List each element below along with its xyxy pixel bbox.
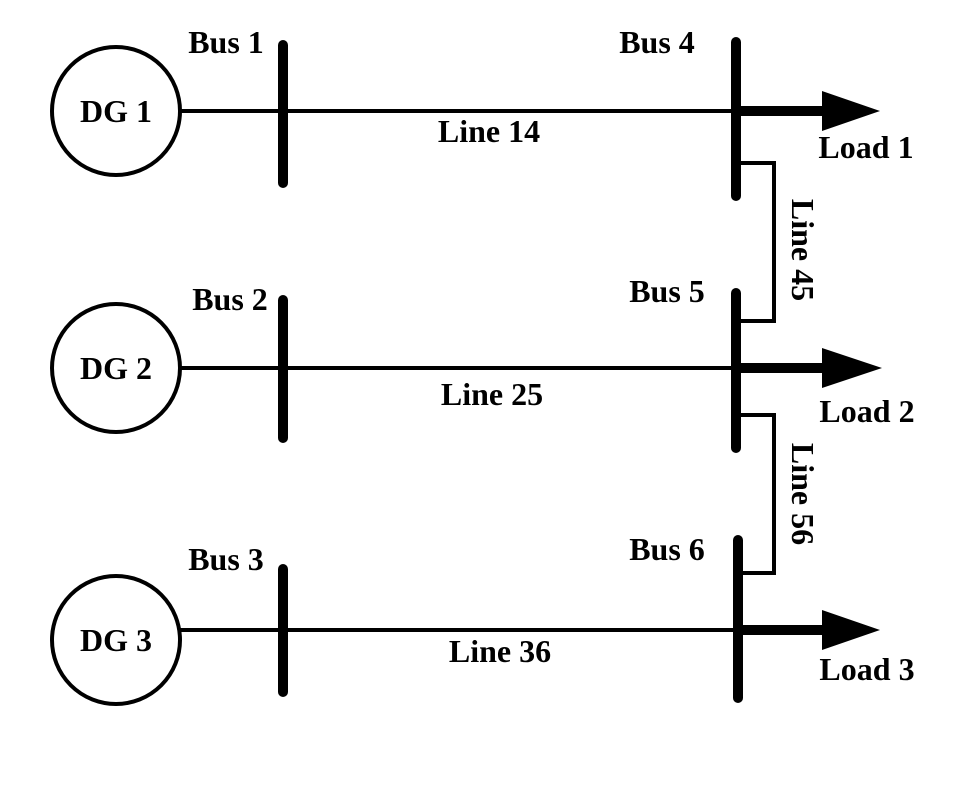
- line-label-36: Line 36: [449, 633, 551, 669]
- line-label-25: Line 25: [441, 376, 543, 412]
- generator-label: DG 3: [80, 622, 152, 658]
- load-label-1: Load 1: [818, 129, 913, 165]
- generator-dg3: DG 3: [50, 574, 182, 706]
- generator-dg2: DG 2: [50, 302, 182, 434]
- load-arrow-3: [738, 610, 880, 650]
- load-label-2: Load 2: [819, 393, 914, 429]
- line-label-45: Line 45: [785, 199, 821, 301]
- generator-label: DG 2: [80, 350, 152, 386]
- line-56: [738, 413, 776, 575]
- generator-label: DG 1: [80, 93, 152, 129]
- generator-circle: [50, 574, 182, 706]
- load-label-3: Load 3: [819, 651, 914, 687]
- load-arrow-1: [738, 91, 880, 131]
- bus-label-5: Bus 5: [629, 273, 705, 309]
- bus-label-2: Bus 2: [192, 281, 268, 317]
- bus-label-3: Bus 3: [188, 541, 264, 577]
- arrowhead-icon: [822, 91, 880, 131]
- bus-label-4: Bus 4: [619, 24, 695, 60]
- arrowhead-icon: [822, 348, 882, 388]
- line-45: [738, 161, 776, 323]
- line-label-56: Line 56: [785, 443, 821, 545]
- bus-label-6: Bus 6: [629, 531, 705, 567]
- arrowhead-icon: [822, 610, 880, 650]
- generator-dg1: DG 1: [50, 45, 182, 177]
- line-label-14: Line 14: [438, 113, 540, 149]
- bus-label-1: Bus 1: [188, 24, 264, 60]
- load-arrow-2: [738, 348, 882, 388]
